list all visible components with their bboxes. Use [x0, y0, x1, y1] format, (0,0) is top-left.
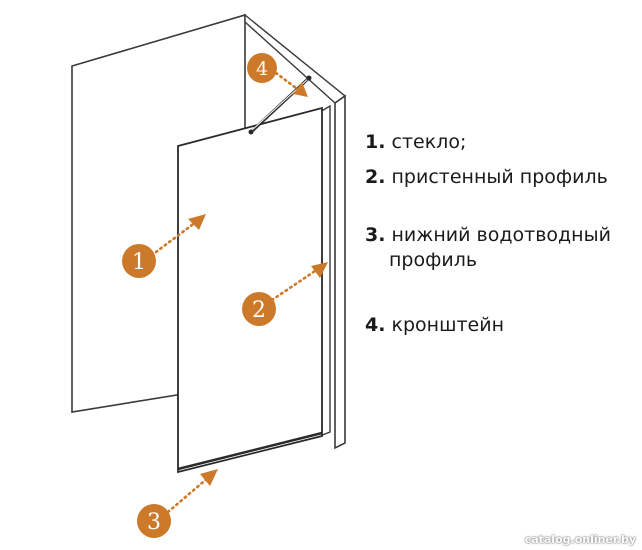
- arrowhead-1: [188, 214, 206, 230]
- legend-num: 1.: [365, 131, 386, 153]
- callout-1-circle: [122, 244, 156, 278]
- leader-4: [274, 71, 302, 93]
- legend-text: пристенный профиль: [391, 166, 608, 188]
- callout-3-label: 3: [147, 510, 161, 535]
- legend-text: кронштейн: [391, 314, 505, 336]
- legend-num: 3.: [365, 224, 386, 246]
- callout-2-circle: [242, 292, 276, 326]
- legend-item-bracket: 4. кронштейн: [365, 313, 504, 338]
- leader-3: [166, 475, 211, 514]
- callout-2-label: 2: [252, 298, 266, 323]
- legend-text-cont: профиль: [389, 249, 478, 271]
- arrowhead-3: [200, 469, 218, 486]
- callout-1-label: 1: [132, 250, 146, 275]
- legend-text: стекло;: [391, 131, 467, 153]
- leader-2: [270, 267, 320, 302]
- bracket-end-wall: [306, 75, 312, 81]
- arrowhead-4: [293, 82, 308, 97]
- callout-4-circle: [247, 53, 277, 83]
- bottom-profile: [177, 431, 323, 471]
- legend-text: нижний водотводный: [391, 224, 611, 246]
- callout-4-label: 4: [256, 58, 268, 80]
- legend-num: 2.: [365, 166, 386, 188]
- legend-item-glass: 1. стекло;: [365, 130, 466, 155]
- side-wall: [334, 94, 346, 450]
- glass-panel: [177, 106, 323, 474]
- legend-item-bottom-profile: 3. нижний водотводный профиль: [365, 223, 611, 273]
- callout-3-circle: [137, 504, 171, 538]
- legend-item-wall-profile: 2. пристенный профиль: [365, 165, 608, 190]
- watermark: catalog.onliner.by: [524, 533, 636, 546]
- arrowhead-2: [311, 262, 328, 278]
- legend-num: 4.: [365, 314, 386, 336]
- bracket-end-glass: [248, 129, 254, 135]
